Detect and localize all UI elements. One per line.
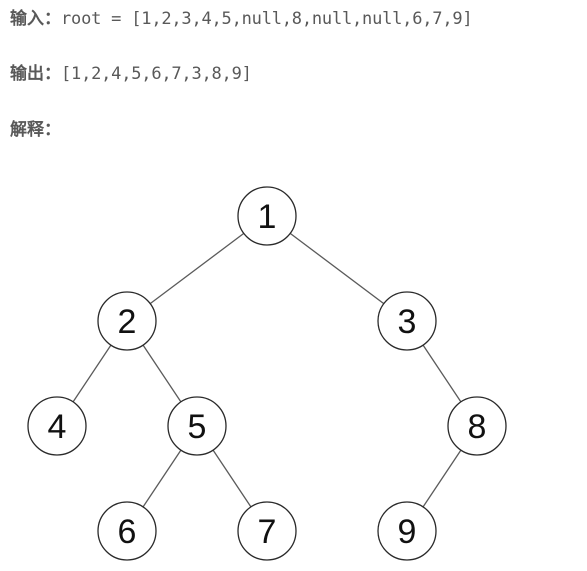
tree-edge: [142, 449, 182, 508]
tree-node-label: 3: [398, 303, 417, 341]
tree-edge: [289, 232, 385, 305]
tree-node-circle: [97, 291, 157, 351]
tree-node: 4: [27, 396, 87, 456]
tree-node-label: 6: [118, 513, 137, 551]
output-label: 输出：: [10, 64, 61, 84]
tree-node: 2: [97, 291, 157, 351]
explanation-line: 解释：: [10, 119, 61, 141]
tree-node-circle: [447, 396, 507, 456]
tree-node-label: 2: [118, 303, 137, 341]
explanation-label: 解释：: [10, 120, 61, 140]
tree-node-circle: [27, 396, 87, 456]
tree-node-label: 9: [398, 513, 417, 551]
tree-node-label: 1: [258, 198, 277, 236]
tree-edges: [72, 232, 462, 508]
output-value: [1,2,4,5,6,7,3,8,9]: [61, 64, 252, 84]
tree-nodes: 1 2 3 4 5 8 6 7 9: [27, 186, 507, 561]
input-line: 输入：root = [1,2,3,4,5,null,8,null,null,6,…: [10, 8, 473, 30]
tree-edge: [422, 344, 462, 403]
tree-node: 1: [237, 186, 297, 246]
output-line: 输出：[1,2,4,5,6,7,3,8,9]: [10, 63, 252, 85]
tree-edge: [72, 344, 112, 403]
tree-node-circle: [97, 501, 157, 561]
tree-node: 7: [237, 501, 297, 561]
tree-node-circle: [237, 501, 297, 561]
tree-node-circle: [377, 501, 437, 561]
tree-node: 6: [97, 501, 157, 561]
tree-node-label: 8: [468, 408, 487, 446]
input-label: 输入：: [10, 9, 61, 29]
input-value: root = [1,2,3,4,5,null,8,null,null,6,7,9…: [61, 9, 473, 29]
tree-node-label: 7: [258, 513, 277, 551]
tree-node-label: 4: [48, 408, 67, 446]
tree-node: 8: [447, 396, 507, 456]
tree-node: 3: [377, 291, 437, 351]
tree-edge: [149, 232, 245, 305]
tree-node-circle: [237, 186, 297, 246]
tree-edge: [422, 449, 462, 508]
tree-node: 5: [167, 396, 227, 456]
tree-node-label: 5: [188, 408, 207, 446]
tree-node-circle: [377, 291, 437, 351]
tree-edge: [142, 344, 182, 403]
tree-edge: [212, 449, 252, 508]
tree-node: 9: [377, 501, 437, 561]
tree-node-circle: [167, 396, 227, 456]
